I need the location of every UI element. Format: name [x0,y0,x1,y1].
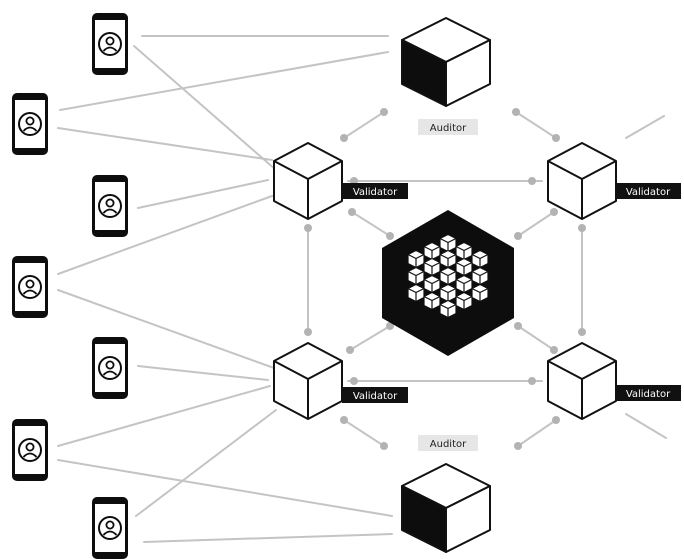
svg-text:Validator: Validator [353,187,398,198]
user-phone-icon [11,92,49,156]
svg-text:Auditor: Auditor [430,123,467,134]
user-phone-icon [91,12,129,76]
svg-text:Validator: Validator [626,187,671,198]
core-node [382,210,514,356]
auditor-label-bottom: Auditor [418,435,478,451]
auditor-node-top [401,17,491,107]
connection-lines [57,35,667,543]
validator-label-top-left: Validator [342,183,408,199]
auditor-node-bottom [401,463,491,553]
validator-label-bottom-right: Validator [615,385,681,401]
validator-label-bottom-left: Validator [342,387,408,403]
user-phone-icon [91,174,129,238]
connector-dots [304,108,586,450]
validator-node-top-left [273,142,343,220]
auditor-label-top: Auditor [418,119,478,135]
validator-label-top-right: Validator [615,183,681,199]
svg-text:Validator: Validator [626,389,671,400]
validator-node-bottom-right [547,342,617,420]
validator-node-bottom-left [273,342,343,420]
user-phone-icon [91,496,129,559]
user-phone-icon [11,418,49,482]
validator-node-top-right [547,142,617,220]
svg-text:Auditor: Auditor [430,439,467,450]
user-phone-icon [11,255,49,319]
svg-text:Validator: Validator [353,391,398,402]
user-phone-icon [91,336,129,400]
